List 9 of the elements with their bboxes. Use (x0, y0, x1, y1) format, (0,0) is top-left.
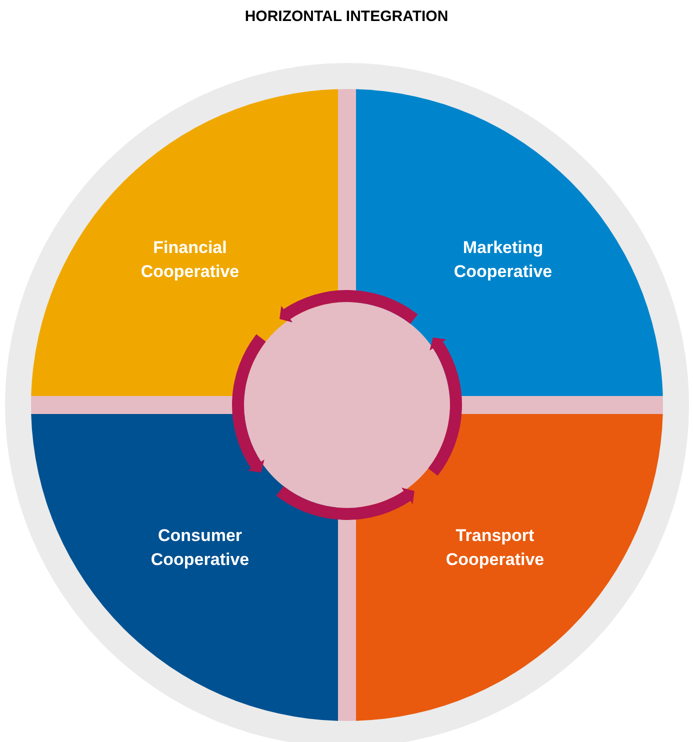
quadrant-label: Marketing Cooperative (452, 237, 554, 283)
cycle-arrow (428, 337, 462, 476)
quadrant-label: Transport Cooperative (444, 525, 546, 571)
diagram-title: HORIZONTAL INTEGRATION (244, 7, 448, 27)
cycle-arrow (232, 334, 266, 473)
quadrant-label: Financial Cooperative (140, 237, 240, 283)
quadrant-label: Consumer Cooperative (150, 525, 250, 571)
cycle-arrow (279, 290, 418, 324)
cycle-arrow (276, 486, 415, 520)
